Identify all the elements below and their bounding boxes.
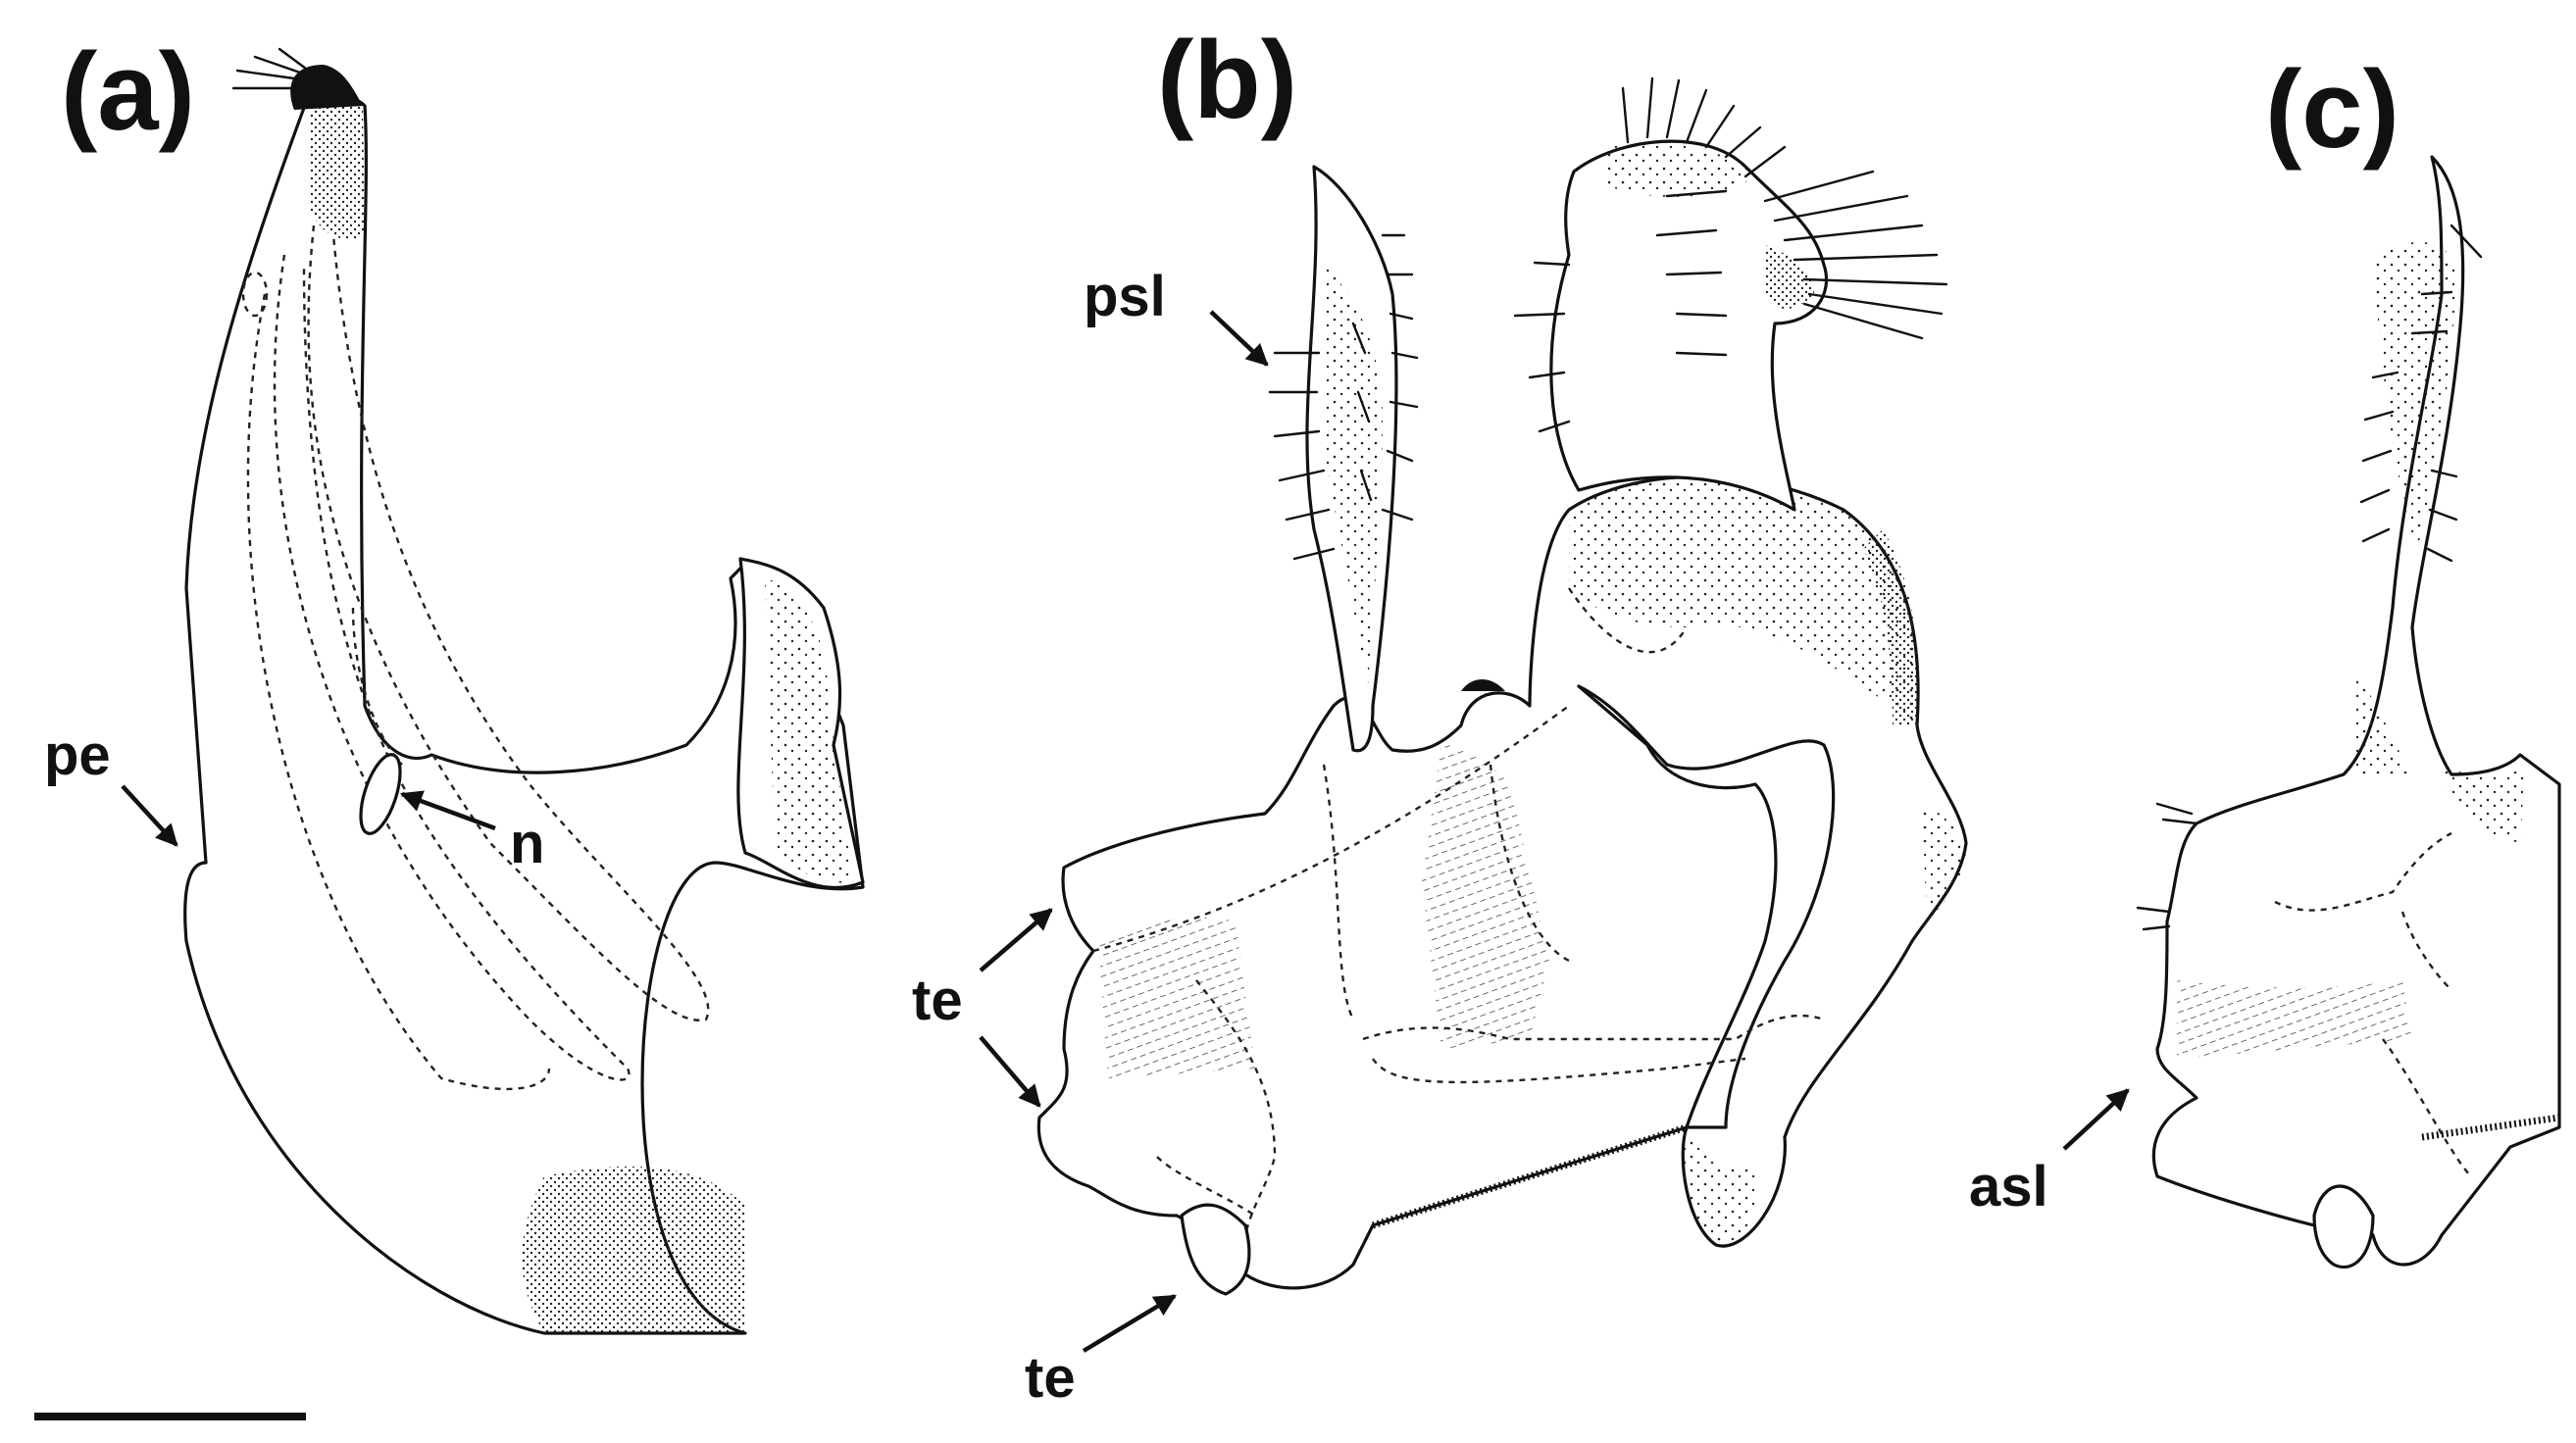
label-asl: asl — [1969, 1155, 2048, 1219]
upper-lobe-setae — [1513, 76, 1948, 433]
label-pe: pe — [44, 723, 111, 787]
panel-a-body — [183, 95, 865, 1335]
arrow-n — [399, 790, 496, 831]
label-te-upper: te — [912, 969, 963, 1032]
label-psl: psl — [1084, 265, 1166, 328]
arrow-psl — [1209, 310, 1269, 367]
arrow-pe — [121, 784, 178, 847]
panel-a: (a) pe n — [34, 30, 865, 1420]
panel-c-label: (c) — [2265, 48, 2399, 171]
panel-a-label: (a) — [61, 30, 195, 153]
arrow-te-lower — [1082, 1294, 1177, 1353]
panel-b: (b) — [912, 19, 1968, 1410]
tuft-icon — [231, 47, 363, 110]
panel-b-upper-lobe — [1549, 139, 1829, 512]
panel-c-setae — [2136, 224, 2483, 931]
arrow-te-middle — [979, 1035, 1041, 1108]
label-te-lower: te — [1025, 1346, 1076, 1410]
label-n: n — [510, 812, 544, 875]
psl-setae — [1268, 233, 1419, 561]
panel-c: (c) asl — [1969, 48, 2561, 1269]
arrow-te-upper — [979, 908, 1053, 972]
arrow-asl — [2062, 1088, 2130, 1151]
panel-b-label: (b) — [1157, 19, 1297, 141]
